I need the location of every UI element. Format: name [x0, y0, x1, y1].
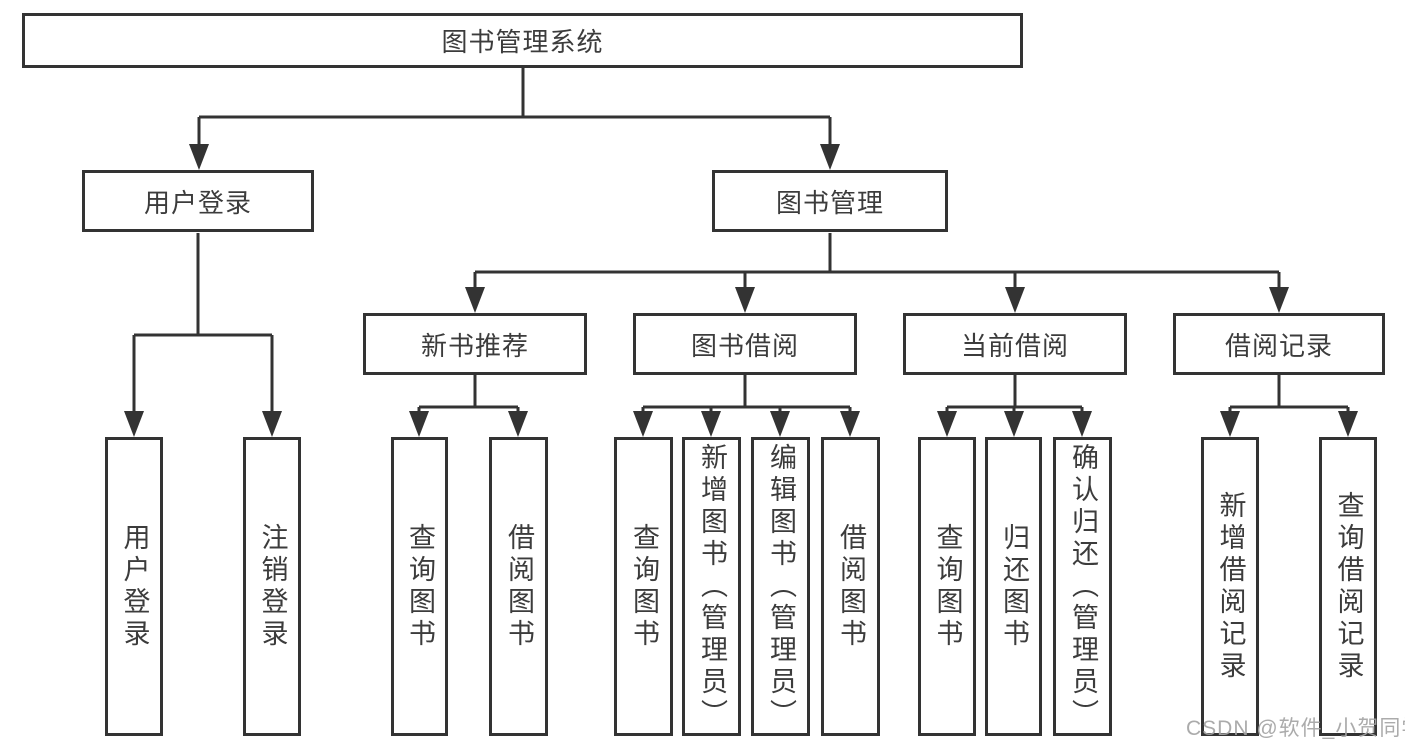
csdn-watermark: CSDN @软件_小贺同学 — [1186, 717, 1405, 740]
node-label: 新书推荐 — [420, 330, 529, 361]
leaf-borrow-query-books: 查询图书 — [614, 437, 673, 736]
connector-records-to-leaves — [1220, 375, 1358, 437]
leaf-current-confirm-return-admin: 确认归还（管理员） — [1053, 437, 1112, 736]
connector-book-management-to-level3 — [465, 233, 1289, 313]
node-label: 编辑图书（管理员） — [766, 442, 796, 731]
node-user-login: 用户登录 — [82, 170, 314, 232]
leaf-records-add-record: 新增借阅记录 — [1201, 437, 1259, 736]
node-label: 查询图书 — [405, 522, 435, 651]
leaf-borrow-edit-books-admin: 编辑图书（管理员） — [751, 437, 810, 736]
node-label: 图书管理系统 — [441, 27, 604, 57]
leaf-current-return-books: 归还图书 — [985, 437, 1042, 736]
node-label: 查询借阅记录 — [1333, 490, 1364, 683]
node-label: 图书借阅 — [690, 330, 799, 361]
node-book-borrow: 图书借阅 — [633, 313, 857, 375]
leaf-borrow-borrow-books: 借阅图书 — [821, 437, 880, 736]
node-label: 当前借阅 — [960, 330, 1069, 361]
node-new-book-recommend: 新书推荐 — [363, 313, 587, 375]
node-borrow-records: 借阅记录 — [1173, 313, 1385, 375]
node-label: 查询图书 — [629, 522, 659, 651]
node-label: 用户登录 — [143, 187, 252, 218]
leaf-records-query-record: 查询借阅记录 — [1319, 437, 1377, 736]
node-label: 归还图书 — [999, 522, 1029, 651]
connector-root-to-level2 — [189, 68, 840, 170]
node-label: 注销登录 — [257, 522, 288, 651]
leaf-recommend-query-books: 查询图书 — [391, 437, 448, 736]
connector-current-to-leaves — [937, 375, 1092, 437]
leaf-recommend-borrow-books: 借阅图书 — [489, 437, 548, 736]
node-label: 用户登录 — [119, 522, 150, 651]
node-label: 借阅图书 — [836, 522, 866, 651]
connector-user-login-to-leaves — [124, 233, 282, 437]
node-book-management: 图书管理 — [712, 170, 948, 232]
node-label: 新增图书（管理员） — [697, 442, 727, 731]
leaf-logout: 注销登录 — [243, 437, 301, 736]
node-label: 图书管理 — [775, 187, 884, 218]
leaf-current-query-books: 查询图书 — [918, 437, 976, 736]
connector-recommend-to-leaves — [409, 375, 528, 437]
node-label: 借阅记录 — [1224, 330, 1333, 361]
node-current-borrow: 当前借阅 — [903, 313, 1127, 375]
connector-borrow-to-leaves — [633, 375, 860, 437]
leaf-user-login: 用户登录 — [105, 437, 163, 736]
node-library-system: 图书管理系统 — [22, 13, 1023, 68]
node-label: 借阅图书 — [504, 522, 534, 651]
node-label: 查询图书 — [932, 522, 963, 651]
node-label: 新增借阅记录 — [1215, 490, 1246, 683]
node-label: 确认归还（管理员） — [1068, 442, 1098, 731]
leaf-borrow-add-books-admin: 新增图书（管理员） — [682, 437, 741, 736]
